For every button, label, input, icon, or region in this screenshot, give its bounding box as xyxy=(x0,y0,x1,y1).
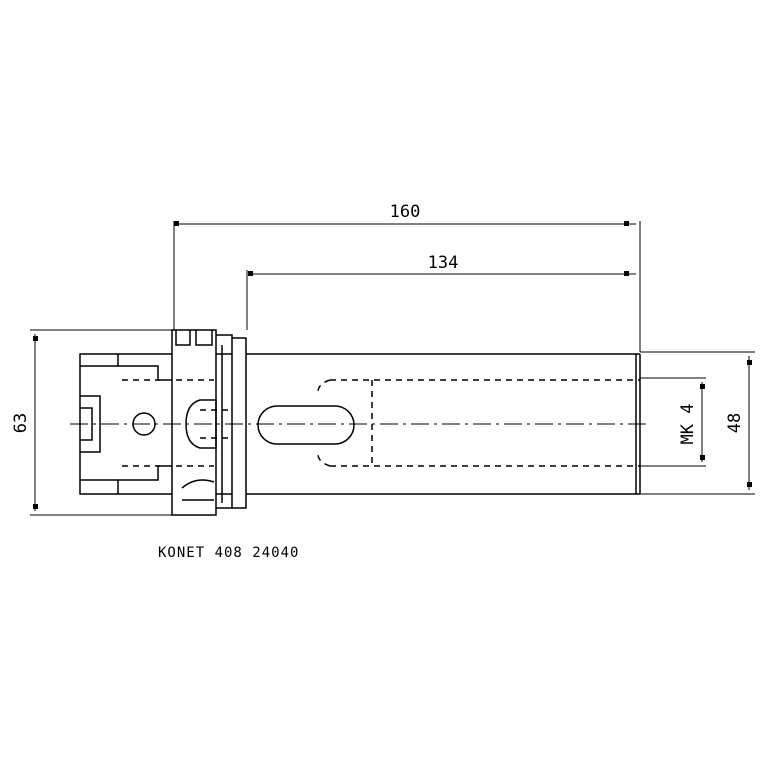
dimension-label-134: 134 xyxy=(428,253,459,273)
dimension-label-160: 160 xyxy=(390,202,421,222)
flange xyxy=(171,329,233,516)
main-body xyxy=(245,353,641,495)
slot xyxy=(257,405,355,445)
dimension-shank-length: 134 xyxy=(246,253,636,330)
dimension-taper: MK 4 xyxy=(640,377,706,467)
dimension-overall-length: 160 xyxy=(173,202,641,352)
dimension-label-63: 63 xyxy=(11,413,31,433)
tool-shank-left xyxy=(79,353,172,495)
pull-stud xyxy=(185,399,217,449)
dimension-flange-diameter: 63 xyxy=(11,329,172,516)
part-number: KONET 408 24040 xyxy=(158,545,299,561)
dimension-body-diameter: 48 xyxy=(640,351,755,495)
dimension-label-mk4: MK 4 xyxy=(678,404,698,445)
dimension-label-48: 48 xyxy=(725,413,745,433)
